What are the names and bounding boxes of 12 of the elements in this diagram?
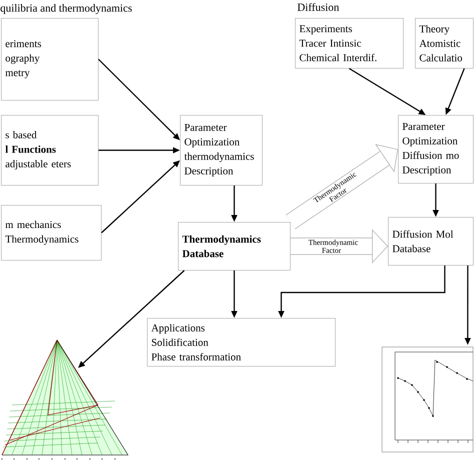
concentration-profile-drawing [382,346,474,452]
text-box: Parameter Optimization thermodynamics Description [180,115,262,186]
text-box: Diffusion Mol Database [388,217,474,266]
text-box: Parameter Optimization Diffusion mo Description [398,115,474,184]
hollow-arrow [286,144,398,230]
text-box: m mechanics Thermodynamics [1,205,102,260]
text-box: Experiments Tracer Intinsic Chemical Interdif. [295,18,404,68]
text-box: Theory Atomistic Calculatio [415,18,474,68]
text-box: Applications Solidification Phase transformation [147,318,336,366]
text-box: Thermodynamics Database [178,222,290,270]
text-box: s based l Functions adjustable eters [1,115,98,186]
text-box: eriments ography metry [1,18,98,100]
